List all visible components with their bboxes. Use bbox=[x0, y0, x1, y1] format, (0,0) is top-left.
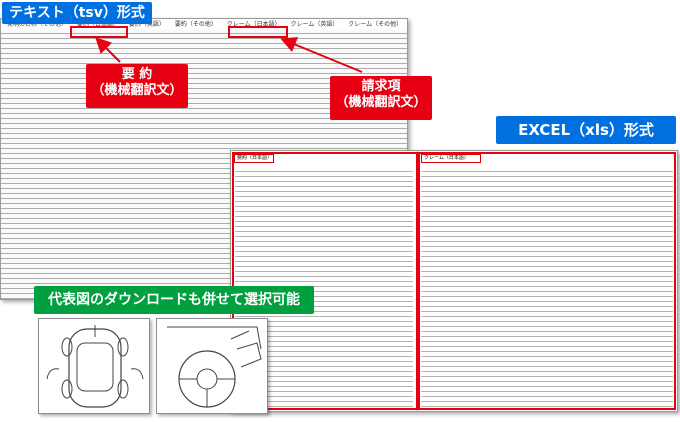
tsv-header-cell: 要約（英語） bbox=[128, 21, 165, 28]
steering-wheel-drawing-icon bbox=[167, 326, 262, 408]
car-top-view-drawing-icon bbox=[46, 325, 144, 408]
abstract-label-line2: （機械翻訳文） bbox=[91, 83, 183, 99]
excel-claims-header: クレーム（日本語） bbox=[421, 154, 481, 163]
representative-drawing-thumbnail-1 bbox=[38, 318, 150, 414]
tsv-header-cell: 発明の名称（その他） bbox=[7, 21, 68, 28]
claims-label-line2: （機械翻訳文） bbox=[335, 95, 427, 111]
tsv-header-cell: 要約（その他） bbox=[174, 21, 217, 28]
tsv-header-cell: クレーム（英語） bbox=[290, 21, 339, 28]
drawing-download-label: 代表図のダウンロードも併せて選択可能 bbox=[34, 286, 314, 314]
tsv-abstract-highlight bbox=[70, 26, 128, 38]
excel-preview-sheet: 要約（日本語） クレーム（日本語） bbox=[230, 150, 678, 412]
abstract-label: 要 約 （機械翻訳文） bbox=[86, 64, 188, 108]
claims-label: 請求項 （機械翻訳文） bbox=[330, 76, 432, 120]
tsv-header-cell: クレーム（日本語） bbox=[226, 21, 281, 28]
tsv-header-cell: 要約（日本語） bbox=[76, 21, 119, 28]
representative-drawing-thumbnail-2 bbox=[156, 318, 268, 414]
excel-abstract-highlight bbox=[232, 152, 418, 410]
tsv-claims-highlight bbox=[228, 26, 288, 38]
excel-abstract-header: 要約（日本語） bbox=[234, 154, 274, 163]
excel-claims-body bbox=[421, 167, 673, 407]
tsv-format-label: テキスト（tsv）形式 bbox=[2, 2, 152, 24]
tsv-header-row: 発明の名称（その他） 要約（日本語） 要約（英語） 要約（その他） クレーム（日… bbox=[1, 19, 407, 29]
excel-format-label: EXCEL（xls）形式 bbox=[496, 116, 676, 144]
excel-claims-highlight bbox=[418, 152, 676, 410]
claims-label-line1: 請求項 bbox=[361, 79, 401, 94]
abstract-label-line1: 要 約 bbox=[121, 67, 153, 82]
tsv-header-cell: クレーム（その他） bbox=[348, 21, 403, 28]
